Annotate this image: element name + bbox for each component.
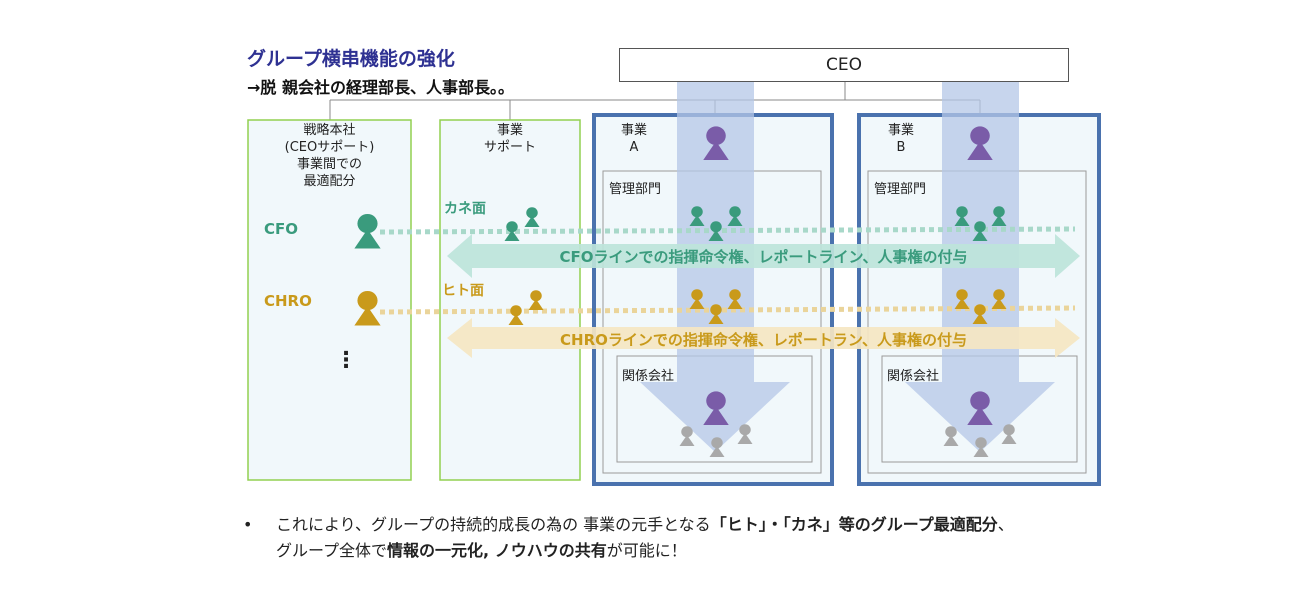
chro-label: CHRO xyxy=(264,292,312,310)
chro-line-text: CHROラインでの指揮命令権、レポートラン、人事権の付与 xyxy=(560,331,967,349)
cfo-line-text: CFOラインでの指揮命令権、レポートライン、人事権の付与 xyxy=(559,248,968,266)
label-line: 戦略本社 xyxy=(303,123,356,138)
label-line: 事業 xyxy=(620,123,647,138)
strategy-column-label: 戦略本社 (CEOサポート) 事業間での 最適配分 xyxy=(262,122,397,190)
label-line: (CEOサポート) xyxy=(284,140,375,155)
cfo-dotted-line xyxy=(379,226,1076,235)
page-subtitle: →脱 親会社の経理部長、人事部長。。 xyxy=(247,78,514,97)
page-title: グループ横串機能の強化 xyxy=(247,48,455,70)
footer-emphasis: 情報の一元化, ノウハウの共有 xyxy=(387,541,607,560)
business-a-label: 事業 A xyxy=(612,122,656,156)
footer-text: これにより、グループの持続的成長の為の 事業の元手となる「ヒト」・「カネ」等のグ… xyxy=(276,512,1014,564)
ceo-box: CEO xyxy=(619,48,1069,82)
footer-text-part: が可能に！ xyxy=(606,541,687,560)
label-line: 事業 xyxy=(496,123,523,138)
footer-emphasis: 「ヒト」・「カネ」等のグループ最適配分 xyxy=(710,515,998,534)
cfo-label: CFO xyxy=(264,220,299,238)
support-column-box xyxy=(439,119,581,481)
footer-line-2: グループ全体で情報の一元化, ノウハウの共有が可能に！ xyxy=(276,538,1014,564)
business-a-affiliate-label: 関係会社 xyxy=(622,369,675,384)
support-column-label: 事業 サポート xyxy=(460,122,560,156)
label-line: B xyxy=(896,140,906,155)
label-line: A xyxy=(629,140,639,155)
people-label: ヒト面 xyxy=(442,283,484,299)
business-b-mgmt-label: 管理部門 xyxy=(874,182,927,197)
business-a-mgmt-label: 管理部門 xyxy=(609,182,662,197)
label-line: サポート xyxy=(483,140,536,155)
strategy-column-box xyxy=(247,119,412,481)
footer-text-part: 、 xyxy=(997,515,1014,534)
footer-line-1: これにより、グループの持続的成長の為の 事業の元手となる「ヒト」・「カネ」等のグ… xyxy=(276,512,1014,538)
bullet-marker: • xyxy=(243,515,253,534)
label-line: 最適配分 xyxy=(303,174,356,189)
footer-text-part: グループ全体で xyxy=(276,541,388,560)
chro-double-arrow xyxy=(447,318,1080,358)
money-label: カネ面 xyxy=(444,201,486,217)
cfo-double-arrow xyxy=(447,234,1080,278)
ellipsis: ⋮ xyxy=(335,348,357,373)
label-line: 事業間での xyxy=(296,157,362,172)
business-b-label: 事業 B xyxy=(879,122,923,156)
label-line: 事業 xyxy=(887,123,914,138)
footer-text-part: これにより、グループの持続的成長の為の 事業の元手となる xyxy=(276,515,711,534)
business-b-affiliate-label: 関係会社 xyxy=(887,369,940,384)
